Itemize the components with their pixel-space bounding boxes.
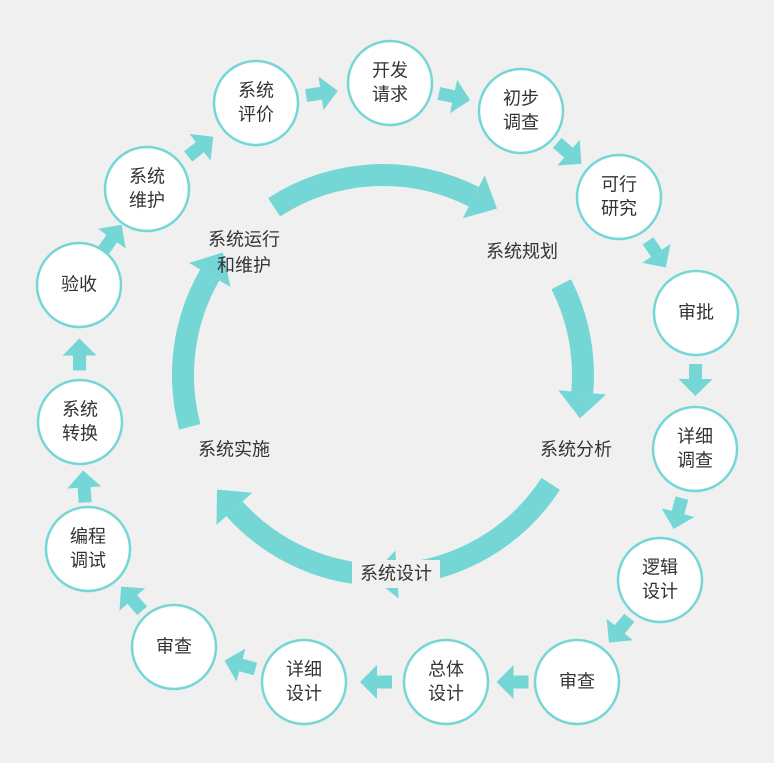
inner-cycle-arrows: [172, 164, 607, 599]
node-label: 调试: [70, 551, 106, 572]
node-label: 审查: [559, 672, 595, 693]
node-circle: [477, 67, 565, 155]
flow-arrow: [606, 613, 635, 643]
flow-arrow: [184, 133, 214, 162]
node-label: 设计: [286, 684, 322, 705]
node-label: 详细: [286, 660, 322, 681]
flow-arrow: [437, 80, 471, 114]
flow-arrow: [224, 648, 258, 682]
node-circle: [651, 405, 739, 493]
cycle-arc: [172, 269, 220, 430]
node-circle: [575, 153, 663, 241]
flow-arrow: [305, 76, 338, 111]
flow-arrow: [678, 364, 713, 396]
cycle-arrowhead: [462, 175, 497, 219]
node-circle: [616, 536, 704, 624]
cycle-arrowhead: [216, 489, 253, 525]
node-label: 研究: [601, 199, 637, 220]
flow-arrow: [496, 665, 529, 699]
node-circle: [652, 269, 740, 357]
cycle-arrowhead: [189, 252, 231, 287]
node-label: 转换: [62, 424, 98, 445]
outer-cycle-arrows: [62, 76, 713, 699]
node-label: 评价: [238, 105, 274, 126]
node-label: 调查: [677, 451, 713, 472]
node-label: 设计: [428, 684, 464, 705]
node-label: 验收: [61, 275, 97, 296]
cycle-arc: [551, 279, 594, 394]
cycle-arc: [226, 501, 357, 584]
stage-label-sheji: 系统设计: [360, 564, 432, 585]
node-circle: [35, 241, 123, 329]
node-yanshou: 验收: [35, 241, 123, 329]
node-shencha-1: 审查: [533, 638, 621, 726]
node-label: 系统: [238, 81, 274, 102]
node-circle: [533, 638, 621, 726]
node-label: 审批: [678, 303, 714, 324]
stage-label-fenxi: 系统分析: [540, 440, 612, 461]
node-label: 编程: [70, 527, 106, 548]
stage-label-yunxing: 系统运行: [208, 230, 280, 251]
node-label: 调查: [503, 113, 539, 134]
node-label: 初步: [503, 89, 539, 110]
node-circle: [346, 39, 434, 127]
node-circle: [103, 145, 191, 233]
flow-arrow: [119, 586, 148, 616]
node-label: 审查: [156, 637, 192, 658]
stage-label-shishi: 系统实施: [198, 440, 270, 461]
flow-arrow: [661, 496, 695, 529]
flow-arrow: [642, 237, 671, 268]
flow-arrow: [97, 224, 126, 255]
node-label: 详细: [677, 427, 713, 448]
stage-label-yunxing: 和维护: [217, 256, 271, 277]
flow-arrow: [552, 137, 582, 166]
outer-cycle-nodes: 开发请求初步调查可行研究审批详细调查逻辑设计审查总体设计详细设计审查编程调试系统…: [35, 39, 740, 726]
flow-arrow: [67, 470, 102, 503]
node-shenpi: 审批: [652, 269, 740, 357]
node-label: 逻辑: [642, 558, 678, 579]
node-circle: [402, 638, 490, 726]
stage-label-backdrop: [352, 560, 440, 588]
stage-label-guihua: 系统规划: [486, 242, 558, 263]
node-label: 可行: [601, 175, 637, 196]
node-label: 开发: [372, 61, 408, 82]
node-circle: [36, 378, 124, 466]
node-label: 总体: [428, 660, 464, 681]
node-label: 维护: [129, 191, 165, 212]
node-label: 请求: [372, 85, 408, 106]
node-circle: [44, 505, 132, 593]
node-label: 系统: [129, 167, 165, 188]
flow-arrow: [360, 665, 392, 699]
node-circle: [212, 59, 300, 147]
node-circle: [130, 603, 218, 691]
node-label: 设计: [642, 582, 678, 603]
cycle-arc: [268, 164, 479, 217]
cycle-arrowhead: [558, 390, 607, 419]
node-circle: [260, 638, 348, 726]
flow-arrow: [62, 338, 97, 371]
node-shencha-2: 审查: [130, 603, 218, 691]
node-label: 系统: [62, 400, 98, 421]
